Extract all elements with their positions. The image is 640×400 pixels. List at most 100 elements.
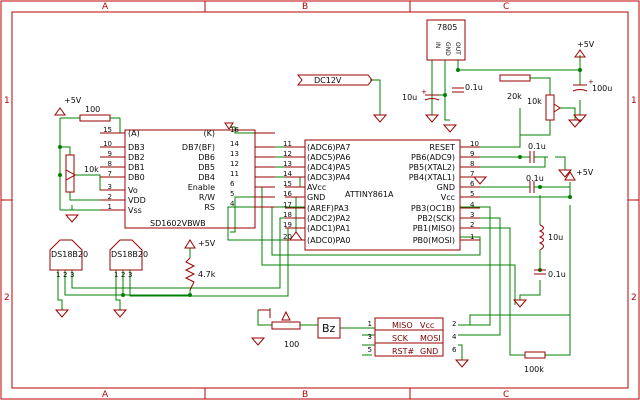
ground-mcu-right — [472, 176, 488, 185]
mcu-pin-number: 9 — [470, 150, 474, 158]
ground-dc-input — [372, 114, 388, 123]
ground-mcu-left — [289, 231, 303, 241]
lcd-pin-number: 6 — [230, 180, 235, 188]
lcd-pin-number: 4 — [230, 200, 235, 208]
lcd-pin-number: 12 — [230, 160, 239, 168]
lcd-pin-label: Vo — [128, 186, 138, 195]
mcu-pin-label: PB3(OC1B) — [411, 204, 455, 213]
regulator-name: 7805 — [437, 23, 457, 32]
mcu-pin-label: (ADC3)PA4 — [307, 173, 350, 182]
sensor-1-pin-3: 3 — [70, 271, 74, 279]
frame-row-2-right: 2 — [631, 293, 637, 303]
mcu-pin-number: 11 — [283, 140, 292, 148]
lcd-pin-number: 5 — [230, 190, 234, 198]
mcu-pin-number: 5 — [470, 190, 474, 198]
lcd-pin-label: RS — [204, 203, 215, 212]
lcd-pin-number: 11 — [230, 170, 239, 178]
lcd-pin-number: 7 — [108, 170, 112, 178]
isp-pin-label: SCK — [392, 334, 409, 343]
ground-regulator — [442, 124, 458, 133]
lcd-pin-number: 13 — [230, 150, 239, 158]
lcd-pin-number: 8 — [108, 160, 112, 168]
sensor-1 — [49, 239, 83, 271]
lcd-k-ground-symbol — [224, 122, 234, 130]
lcd-pin-label: DB5 — [198, 163, 215, 172]
lcd-pin-label: (A) — [128, 129, 140, 138]
frame-row-2-left: 2 — [4, 293, 10, 303]
sensor-2-name: DS18B20 — [111, 250, 148, 259]
cap-xtal-2 — [529, 181, 555, 193]
isp-connector — [374, 317, 444, 357]
buzzer-label: Bz — [322, 322, 336, 335]
c-reg-value: 0.1u — [465, 83, 483, 92]
ground-pot-adj — [567, 119, 583, 128]
mcu-pin-number: 1 — [470, 233, 474, 241]
mcu-pin-label: Vcc — [441, 193, 455, 202]
frame-col-c-bottom: C — [503, 390, 509, 400]
vcc-arrow-mcu — [564, 171, 576, 181]
mcu-pin-number: 12 — [283, 150, 292, 158]
lcd-pin-label: DB3 — [128, 143, 145, 152]
sensor-2-pin-3: 3 — [128, 271, 132, 279]
mcu-part-name: ATTINY861A — [345, 190, 394, 199]
r-reg-value: 20k — [507, 92, 522, 101]
pot-adj-wiper — [553, 103, 561, 113]
l-avcc-value: 10u — [548, 233, 563, 242]
lcd-pin-label: DB1 — [128, 163, 145, 172]
voltage-regulator — [426, 19, 466, 61]
isp-pin-number: 1 — [368, 320, 372, 328]
mcu-pin-number: 3 — [470, 211, 474, 219]
ground-avcc — [512, 299, 528, 308]
mcu-pin-label: PB0(MOSI) — [413, 236, 455, 245]
lcd-module — [124, 122, 256, 229]
frame-row-1-left: 1 — [4, 96, 10, 106]
pot-buzzer-value: 100 — [284, 340, 299, 349]
frame-row-1-right: 1 — [631, 96, 637, 106]
mcu-pin-number: 18 — [283, 211, 292, 219]
mcu-pin-number: 13 — [283, 160, 292, 168]
pot-contrast-wiper — [65, 169, 77, 181]
isp-pin-label: GND — [420, 347, 438, 356]
mcu-pin-number: 10 — [470, 140, 479, 148]
mcu-pin-label: PB4(XTAL1) — [409, 173, 455, 182]
mcu-pin-number: 17 — [283, 201, 292, 209]
sensor-1-pin-2: 2 — [63, 271, 67, 279]
dc-input-connector — [296, 74, 373, 86]
lcd-pin-number: 2 — [108, 193, 112, 201]
c-out-value: 100u — [592, 84, 612, 93]
mcu-pin-number: 14 — [283, 170, 292, 178]
ground-isp — [454, 359, 470, 368]
lcd-pin-label: VDD — [128, 196, 146, 205]
svg-text:+: + — [421, 88, 427, 96]
mcu-pin-label: PB2(SCK) — [417, 214, 455, 223]
inductor-avcc — [538, 224, 544, 251]
sensor-2-pin-1: 1 — [114, 271, 118, 279]
pot-contrast-value: 10k — [84, 165, 99, 174]
lcd-pin-number: 16 — [230, 126, 239, 134]
reg-pin-gnd: GND — [444, 42, 451, 56]
mcu-pin-number: 19 — [283, 221, 292, 229]
lcd-pin-number: 1 — [108, 203, 112, 211]
mcu-pin-number: 4 — [470, 201, 475, 209]
sensor-1-pin-1: 1 — [56, 271, 60, 279]
vcc-arrow-pullup — [184, 239, 196, 249]
mcu-pin-label: PB5(XTAL2) — [409, 163, 455, 172]
mcu-pin-number: 2 — [470, 221, 474, 229]
buzzer — [317, 317, 341, 339]
ground-sensor-2 — [112, 309, 128, 318]
mcu-pin-label: GND — [307, 193, 325, 202]
reg-pin-in: IN — [434, 42, 441, 48]
wire-junctions — [58, 68, 582, 297]
ground-xtal — [557, 169, 573, 178]
mcu-pin-label: PB1(MISO) — [413, 224, 455, 233]
pot-buzzer — [271, 321, 301, 330]
r-reset-value: 100k — [524, 365, 544, 374]
lcd-pin-label: R/W — [199, 193, 215, 202]
vcc-label-output: +5V — [577, 40, 595, 49]
lcd-pin-number: 3 — [108, 183, 112, 191]
mcu-pin-label: RESET — [429, 143, 455, 152]
c-x2-value: 0.1u — [526, 174, 544, 183]
